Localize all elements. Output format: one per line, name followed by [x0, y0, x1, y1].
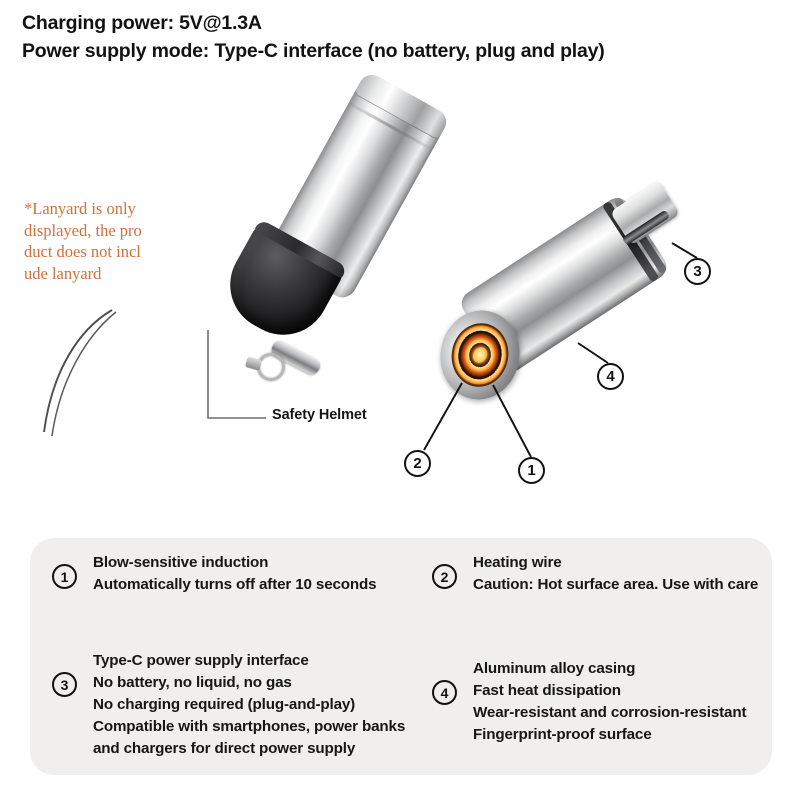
feature-item-2: 2 Heating wire Caution: Hot surface area…	[432, 552, 758, 596]
feature-3-line-1: Type-C power supply interface	[93, 652, 309, 669]
feature-item-1: 1 Blow-sensitive induction Automatically…	[52, 552, 377, 596]
feature-3-line-5: and chargers for direct power supply	[93, 740, 356, 757]
feature-1-line-2: Automatically turns off after 10 seconds	[93, 576, 377, 593]
lanyard-note-line-3: duct does not incl	[24, 242, 141, 261]
feature-4-line-2: Fast heat dissipation	[473, 682, 621, 699]
heating-coil-bowl	[440, 310, 520, 400]
feature-number-3: 3	[52, 672, 77, 697]
left-barrel-top-ring	[353, 70, 451, 141]
lanyard-cord	[43, 309, 113, 433]
power-supply-mode-spec: Power supply mode: Type-C interface (no …	[22, 40, 605, 62]
lanyard-split-ring	[257, 353, 285, 381]
lanyard-note-line-2: displayed, the pro	[24, 220, 142, 240]
lanyard-disclaimer-note: *Lanyard is only displayed, the pro duct…	[24, 198, 199, 284]
safety-helmet-label: Safety Helmet	[272, 407, 367, 423]
feature-text-4: Aluminum alloy casing Fast heat dissipat…	[473, 658, 747, 746]
feature-item-4: 4 Aluminum alloy casing Fast heat dissip…	[432, 658, 747, 746]
feature-2-line-1: Heating wire	[473, 554, 562, 571]
feature-text-2: Heating wire Caution: Hot surface area. …	[473, 552, 758, 596]
right-product-image	[420, 175, 720, 445]
feature-number-4: 4	[432, 680, 457, 705]
feature-1-line-1: Blow-sensitive induction	[93, 554, 269, 571]
feature-number-2: 2	[432, 564, 457, 589]
callout-badge-2[interactable]: 2	[404, 450, 431, 477]
feature-2-line-2: Caution: Hot surface area. Use with care	[473, 576, 759, 593]
charging-power-spec: Charging power: 5V@1.3A	[22, 12, 262, 34]
feature-4-line-3: Wear-resistant and corrosion-resistant	[473, 704, 747, 721]
callout-badge-4[interactable]: 4	[597, 363, 624, 390]
feature-item-3: 3 Type-C power supply interface No batte…	[52, 650, 405, 760]
feature-text-3: Type-C power supply interface No battery…	[93, 650, 405, 760]
feature-4-line-1: Aluminum alloy casing	[473, 660, 636, 677]
lanyard-cord-inner	[51, 311, 117, 437]
feature-number-1: 1	[52, 564, 77, 589]
feature-panel	[30, 538, 772, 775]
lanyard-note-line-1: *Lanyard is only	[24, 199, 136, 218]
feature-3-line-3: No charging required (plug-and-play)	[93, 696, 356, 713]
lanyard-note-line-4: ude lanyard	[24, 263, 102, 283]
callout-badge-3[interactable]: 3	[684, 258, 711, 285]
feature-4-line-4: Fingerprint-proof surface	[473, 726, 652, 743]
feature-3-line-2: No battery, no liquid, no gas	[93, 674, 292, 691]
feature-3-line-4: Compatible with smartphones, power banks	[93, 718, 406, 735]
callout-badge-1[interactable]: 1	[518, 457, 545, 484]
feature-text-1: Blow-sensitive induction Automatically t…	[93, 552, 377, 596]
